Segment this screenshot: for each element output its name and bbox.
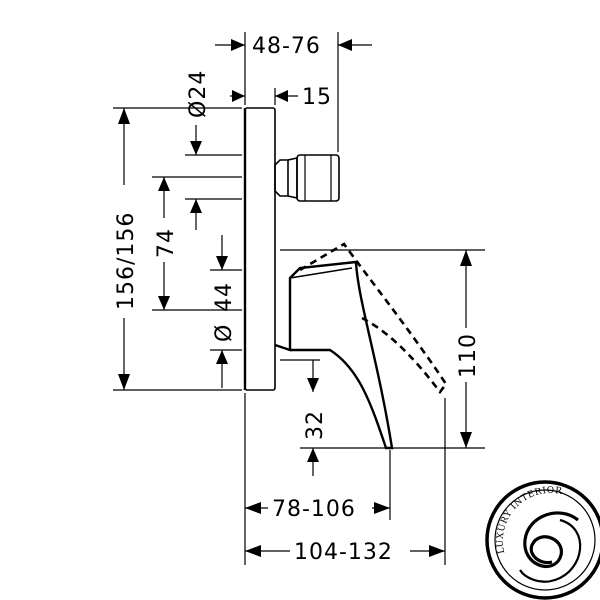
- dimension-label-156-156: 156/156: [114, 212, 139, 310]
- lever-handle: [274, 260, 394, 450]
- dimension-78-106: 78-106: [245, 497, 390, 522]
- dimension-label-110: 110: [456, 333, 481, 378]
- dimension-label-15: 15: [302, 85, 332, 110]
- logo-text: LUXURY INTERIORS: [0, 0, 563, 555]
- dimension-104-132: 104-132: [245, 540, 445, 565]
- dimension-74: 74: [154, 177, 179, 310]
- dimension-label-44: 44: [212, 282, 237, 312]
- lever-handle-open-position: [299, 242, 448, 395]
- dimension-48-76: 48-76: [215, 34, 372, 59]
- dimension-label-78-106: 78-106: [272, 497, 356, 522]
- dimension-156-156: 156/156: [114, 108, 139, 390]
- dimension-15: 15: [230, 85, 332, 110]
- dimension-label-104-132: 104-132: [294, 540, 393, 565]
- dimension-label-diameter-bottom: Ø: [212, 324, 237, 342]
- dimension-110: 110: [456, 250, 481, 448]
- logo-monogram-mark: [523, 511, 580, 569]
- wall-plate: [243, 107, 276, 391]
- dimension-label-48-76: 48-76: [252, 34, 321, 59]
- dimension-label-diameter-24: Ø24: [186, 70, 211, 118]
- dimension-label-74: 74: [154, 228, 179, 258]
- extension-lines: [113, 32, 485, 565]
- dimension-32: 32: [303, 360, 328, 476]
- dimension-label-32: 32: [303, 410, 328, 440]
- diverter-knob: [274, 154, 340, 202]
- dimension-diameter-bottom: Ø: [212, 324, 237, 388]
- dimension-44: 44: [212, 235, 237, 312]
- dimension-diameter-24: Ø24: [186, 70, 211, 230]
